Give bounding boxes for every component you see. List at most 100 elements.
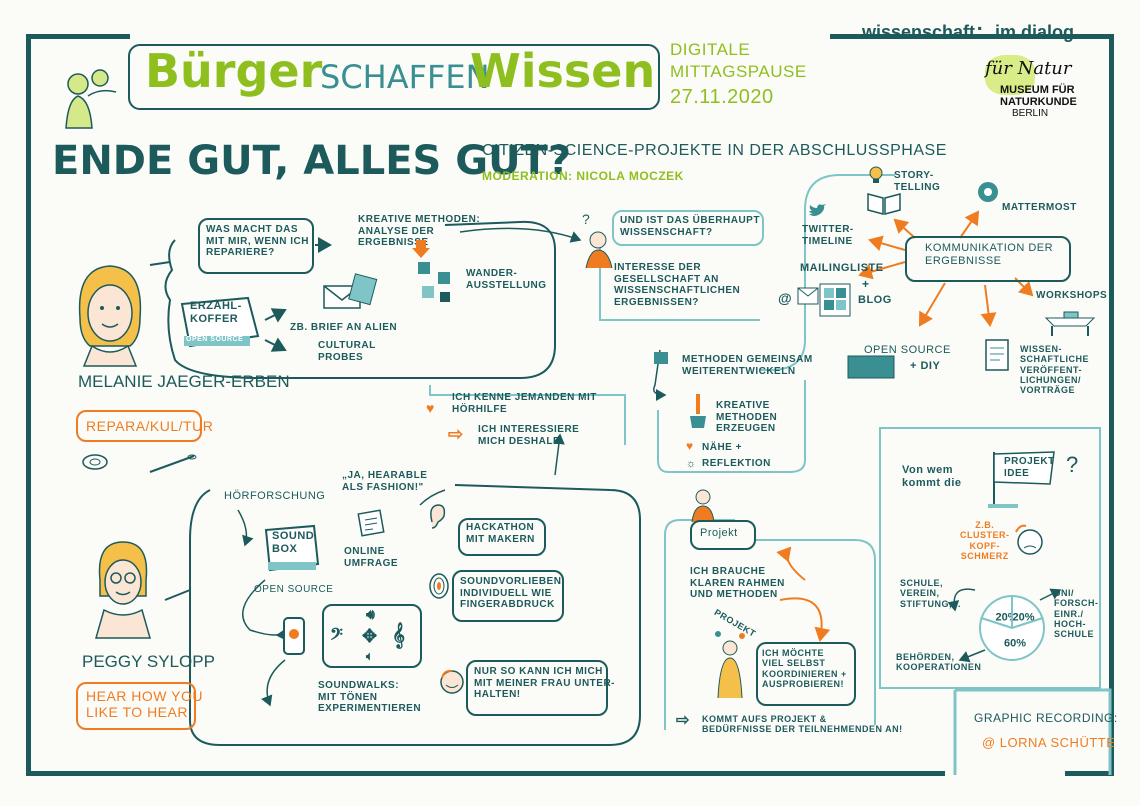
methoden-naehe: Nähe + <box>702 442 742 453</box>
peggy-open-source: Open Source <box>254 584 334 595</box>
kommunikation-plus: + <box>862 277 870 291</box>
wissenschaft-bubble <box>612 210 764 246</box>
pie-label-2: 60% <box>1004 637 1026 649</box>
projekt-label-box <box>690 520 756 550</box>
melanie-open-source-tag: Open Source <box>186 336 244 343</box>
peggy-hoerforschung: Hörforschung <box>224 490 326 502</box>
melanie-cultural: Cultural Probes <box>318 340 376 363</box>
juggler-icon <box>710 630 750 700</box>
ear-icon <box>428 502 448 532</box>
credit-line2: @ Lorna Schütte <box>982 735 1116 750</box>
peggy-soundbox: Sound Box <box>272 530 315 555</box>
workshop-table-icon <box>1042 304 1098 338</box>
letter-envelope-icon <box>322 272 378 312</box>
main-headline: Ende gut, alles gut? <box>52 138 572 184</box>
kommunikation-blog: Blog <box>858 294 892 306</box>
logo-wid-part2: im dialog <box>995 22 1075 42</box>
frame-gap-top <box>130 28 830 42</box>
methoden-kreative: Kreative Methoden erzeugen <box>716 400 778 434</box>
flag-icon <box>988 448 1066 508</box>
melanie-kreative: Kreative Methoden: Analyse der Ergebniss… <box>358 214 481 248</box>
kommunikation-storytelling: Story- telling <box>894 170 941 193</box>
idee-question: Von wem kommt die <box>902 464 962 489</box>
idee-flag: Projekt Idee <box>1004 456 1055 479</box>
pie-slice-2 <box>979 616 1045 662</box>
headline-moderation: Moderation: Nicola Moczek <box>482 169 684 183</box>
wissenschaft-question: Und ist das überhaupt Wissenschaft? <box>620 215 760 238</box>
spool-icon <box>80 452 110 472</box>
headache-face-icon <box>1010 520 1050 560</box>
museum-line3: BERLIN <box>1012 108 1049 119</box>
projekt-arrow-icon: ⇨ <box>676 712 690 729</box>
bass-clef-icon: 𝄢 <box>330 626 344 648</box>
melanie-project-box <box>76 410 202 442</box>
headline-subtitle: Citizen-Science-Projekte in der Abschlus… <box>482 142 947 159</box>
title-speech-bubble <box>128 44 660 110</box>
thinking-person-icon: ? <box>582 210 622 270</box>
peggy-soundvorlieben: Soundvorlieben individuell wie Fingerabd… <box>460 576 562 610</box>
melanie-portrait-icon <box>70 258 150 368</box>
idee-schule: Schule, Verein, Stiftung,... <box>900 578 961 609</box>
credit-line1: Graphic Recording: <box>974 711 1118 725</box>
peggy-umfrage: Online Umfrage <box>344 546 399 569</box>
hackathon-box <box>458 518 546 556</box>
needle-icon <box>148 452 198 474</box>
event-date: 27.11.2020 <box>670 86 774 108</box>
kommunikation-workshops: Workshops <box>1036 290 1108 301</box>
soundvorlieben-box <box>452 570 564 622</box>
kommunikation-diy: + DIY <box>910 360 941 372</box>
title-schaffen: schaffen <box>320 58 490 96</box>
melanie-speech-bubble <box>198 218 314 274</box>
smartphone-icon <box>282 616 306 656</box>
peggy-name: Peggy Sylopp <box>82 652 215 671</box>
mattermost-icon <box>976 180 1000 204</box>
heart-icon: ♥ <box>686 439 694 453</box>
book-icon <box>866 190 902 216</box>
methoden-title: Methoden gemeinsam weiterentwickeln <box>682 354 813 377</box>
mascot-figures-icon <box>60 66 120 132</box>
melanie-erzaehl: Erzähl- Koffer <box>190 300 242 325</box>
melanie-speech: Was macht das mit mir, wenn ich reparier… <box>206 224 309 258</box>
methoden-reflektion: Reflektion <box>702 458 771 469</box>
melanie-brief: Zb. Brief an Alien <box>290 322 398 333</box>
title-buerger: Bürger <box>145 44 323 98</box>
peggy-portrait-icon <box>90 536 156 640</box>
frau-bubble <box>466 660 608 716</box>
peggy-frau: Nur so kann ich mich mit meiner Frau unt… <box>474 666 615 700</box>
logo-wid-colon: : <box>976 18 984 43</box>
projekt-rahmen: Ich brauche klaren Rahmen und Methoden <box>690 566 785 600</box>
hoerhilfe-line1: Ich kenne jemanden mit Hörhilfe <box>452 392 597 415</box>
pie-label-1: 20% <box>1012 611 1034 623</box>
treble-clef-icon: 𝄞 <box>392 622 406 647</box>
mail-grid-icon <box>796 282 852 318</box>
frame-gap-bottom <box>945 770 1065 782</box>
down-arrow-icon <box>412 240 430 258</box>
projekt-person-icon <box>688 488 718 524</box>
open-source-box-icon <box>846 350 896 380</box>
wissenschaft-interesse: Interesse der Gesellschaft an wissenscha… <box>614 262 741 308</box>
logo-wid-part1: wissenschaft <box>862 22 976 42</box>
hoerhilfe-line2: Ich interessiere mich deshalb <box>478 424 580 447</box>
peggy-soundwalks: Soundwalks: mit Tönen experimentieren <box>318 680 422 714</box>
kommunikation-open-source: Open Source <box>864 344 951 356</box>
idee-cluster: Z.B. Cluster- Kopf- Schmerz <box>960 520 1010 562</box>
hoerhilfe-arrow-icon: ⇨ <box>448 424 464 444</box>
document-icon <box>984 338 1010 372</box>
kommunikation-mailingliste: Mailingliste <box>800 262 884 274</box>
paint-brush-icon <box>684 392 710 430</box>
kommunikation-wiss: Wissen- schaftliche Veröffent- lichungen… <box>1020 344 1089 396</box>
event-line1: Digitale <box>670 40 751 59</box>
peggy-hackathon: Hackathon mit Makern <box>466 522 535 545</box>
projekt-label: Projekt <box>700 527 738 539</box>
peggy-hearable: „Ja, Hearable als Fashion!" <box>342 470 428 493</box>
title-wissen: Wissen <box>470 44 656 98</box>
event-line2: Mittagspause <box>670 62 807 81</box>
methoden-square-icon <box>652 350 672 366</box>
fingerprint-icon <box>428 572 450 600</box>
museum-script: für Natur <box>985 58 1072 79</box>
puzzle-pieces-icon <box>416 258 456 308</box>
speaker-icon: 🔊︎ <box>366 606 376 622</box>
twitter-bird-icon <box>808 204 826 218</box>
